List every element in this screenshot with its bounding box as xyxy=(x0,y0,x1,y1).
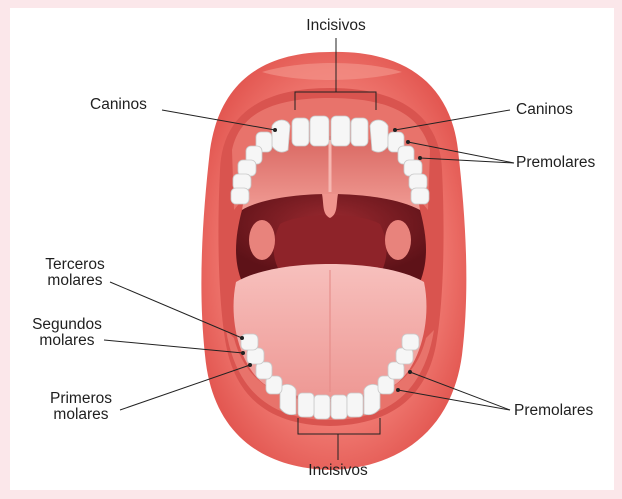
label-top-incisors: Incisivos xyxy=(296,18,376,34)
left-tonsil xyxy=(249,220,275,260)
label-bottom-incisors: Incisivos xyxy=(298,463,378,479)
label-top-right-premolars: Premolares xyxy=(516,155,595,171)
right-tonsil xyxy=(385,220,411,260)
label-third-molars-line2: molares xyxy=(38,273,112,289)
label-second-molars: Segundos molares xyxy=(22,317,112,349)
label-third-molars-line1: Terceros xyxy=(38,257,112,273)
label-second-molars-line2: molares xyxy=(22,333,112,349)
label-top-left-canines: Caninos xyxy=(90,97,147,113)
label-first-molars: Primeros molares xyxy=(42,391,120,423)
label-second-molars-line1: Segundos xyxy=(22,317,112,333)
label-third-molars: Terceros molares xyxy=(38,257,112,289)
label-first-molars-line1: Primeros xyxy=(42,391,120,407)
label-top-right-canines: Caninos xyxy=(516,102,573,118)
label-bottom-right-premolars: Premolares xyxy=(514,403,593,419)
label-first-molars-line2: molares xyxy=(42,407,120,423)
